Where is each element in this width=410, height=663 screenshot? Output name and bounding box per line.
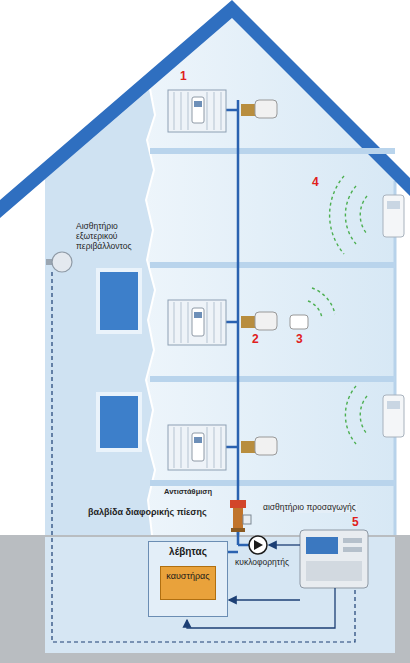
roof bbox=[0, 0, 410, 218]
sensor-wire bbox=[52, 272, 355, 642]
controller bbox=[300, 530, 368, 588]
callout-number: 4 bbox=[312, 176, 319, 190]
node-text: λέβητας bbox=[149, 546, 227, 558]
part-label: Αντιστάθμιση bbox=[163, 488, 213, 497]
wireless-waves bbox=[308, 176, 367, 444]
circulator-pump bbox=[249, 536, 267, 554]
radiators bbox=[168, 90, 226, 470]
supply-sensor bbox=[243, 515, 251, 524]
callout-number: 5 bbox=[352, 516, 359, 530]
callout-number: 2 bbox=[252, 333, 259, 347]
thermostatic-valves bbox=[241, 100, 308, 455]
boiler-box: λέβητας καυστήρας bbox=[148, 541, 228, 617]
burner-box: καυστήρας bbox=[160, 566, 216, 600]
cutaway-edge bbox=[146, 89, 155, 535]
windows bbox=[96, 268, 142, 452]
callout-number: 1 bbox=[180, 70, 187, 84]
pipe bbox=[237, 530, 240, 545]
floor-slabs bbox=[150, 148, 395, 486]
outdoor-sensor bbox=[46, 252, 72, 272]
part-label: κυκλοφορητής bbox=[234, 558, 290, 568]
house-interior bbox=[45, 18, 395, 535]
sensor-label: Αισθητήριο εξωτερικού περιβάλλοντος bbox=[76, 222, 150, 251]
callout-number: 3 bbox=[296, 333, 303, 347]
node-text: καυστήρας bbox=[161, 571, 215, 581]
room-thermostats bbox=[383, 195, 404, 437]
pipe bbox=[238, 544, 249, 547]
part-label: βαλβίδα διαφορικής πίεσης bbox=[88, 507, 207, 517]
part-label: αισθητήριο προσαγωγής bbox=[262, 503, 357, 513]
